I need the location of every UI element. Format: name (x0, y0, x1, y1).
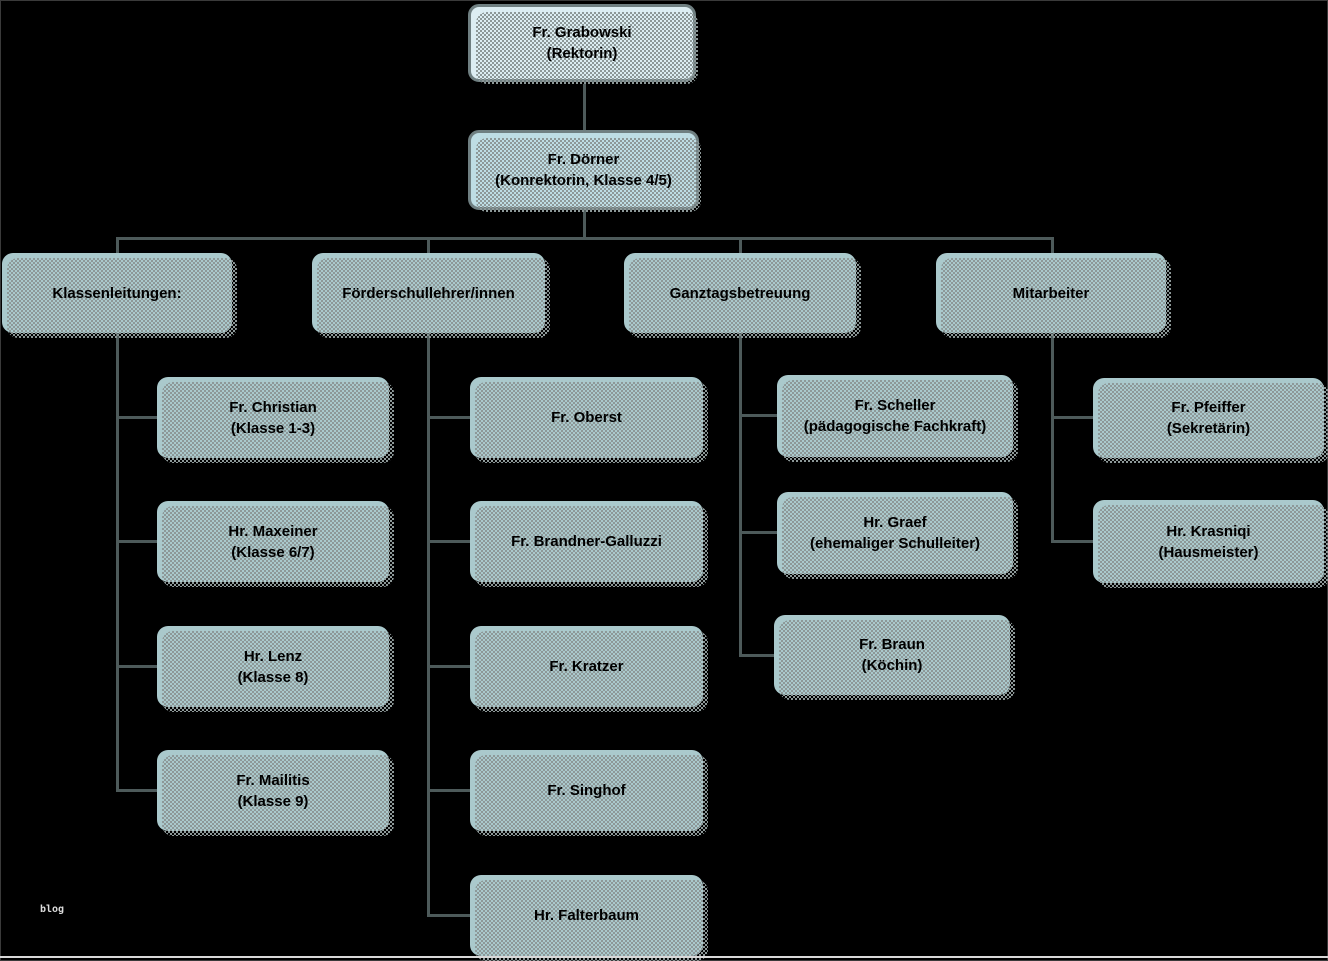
person-role: (Klasse 8) (237, 668, 309, 686)
org-node-member-falterbaum: Hr. Falterbaum (470, 875, 708, 961)
connector-stub (739, 654, 777, 657)
connector-col-3 (1051, 333, 1054, 543)
connector-col-2 (739, 333, 742, 657)
person-role: (Klasse 1-3) (230, 419, 316, 437)
connector-drop-group-2 (739, 237, 742, 254)
person-name: Fr. Dörner (547, 151, 620, 168)
person-role: (Rektorin) (546, 45, 618, 62)
connector-drop-group-3 (1051, 237, 1054, 254)
group-label: Förderschullehrer/innen (342, 284, 515, 302)
person-role: (Klasse 9) (237, 792, 309, 810)
connector-stub (427, 540, 471, 543)
org-node-group-mitarbeiter: Mitarbeiter (936, 253, 1171, 338)
org-node-member-braun: Fr. Braun (Köchin) (774, 615, 1015, 700)
person-name: Fr. Mailitis (236, 771, 310, 789)
connector-stub (427, 665, 471, 668)
person-name: Fr. Grabowski (532, 24, 632, 41)
person-role: (Konrektorin, Klasse 4/5) (495, 172, 672, 189)
connector-drop-group-0 (116, 237, 119, 254)
person-role: (Sekretärin) (1166, 420, 1251, 437)
connector-col-1 (427, 333, 430, 917)
org-node-group-klassenleitungen: Klassenleitungen: (2, 253, 237, 338)
person-name: Hr. Graef (863, 514, 927, 531)
org-node-member-oberst: Fr. Oberst (470, 377, 708, 463)
connector-stub (116, 665, 158, 668)
person-name: Fr. Brandner-Galluzzi (511, 533, 662, 550)
group-label: Mitarbeiter (1012, 284, 1090, 302)
org-node-group-ganztagsbetreuung: Ganztagsbetreuung (624, 253, 861, 338)
person-role: (Klasse 6/7) (231, 543, 315, 561)
person-role: (Köchin) (861, 657, 923, 674)
org-node-member-maxeiner: Hr. Maxeiner (Klasse 6/7) (157, 501, 394, 587)
connector-root-deputy (583, 84, 586, 130)
org-node-group-foerderschullehrer: Förderschullehrer/innen (312, 253, 550, 338)
person-role: (ehemaliger Schulleiter) (809, 535, 981, 552)
org-node-member-brandner-galluzzi: Fr. Brandner-Galluzzi (470, 501, 708, 587)
connector-stub (116, 416, 158, 419)
org-node-member-scheller: Fr. Scheller (pädagogische Fachkraft) (777, 375, 1018, 462)
group-label: Klassenleitungen: (52, 284, 182, 302)
org-node-member-lenz: Hr. Lenz (Klasse 8) (157, 626, 394, 712)
connector-stub (1051, 540, 1094, 543)
person-name: Fr. Pfeiffer (1171, 399, 1246, 416)
connector-stub (739, 414, 777, 417)
connector-stub (1051, 416, 1094, 419)
person-role: (Hausmeister) (1158, 543, 1259, 561)
connector-stub (116, 789, 158, 792)
person-name: Fr. Kratzer (549, 658, 624, 675)
person-name: Fr. Christian (229, 398, 317, 416)
connector-deputy-trunk (583, 210, 586, 238)
person-name: Hr. Falterbaum (533, 907, 640, 924)
bottom-edge-bar (0, 956, 1328, 958)
person-name: Fr. Oberst (551, 409, 622, 426)
org-node-member-graef: Hr. Graef (ehemaliger Schulleiter) (777, 492, 1018, 579)
person-name: Fr. Singhof (547, 782, 626, 799)
person-name: Fr. Scheller (854, 397, 936, 414)
connector-col-0 (116, 333, 119, 792)
org-node-member-singhof: Fr. Singhof (470, 750, 708, 836)
connector-stub (427, 416, 471, 419)
group-label: Ganztagsbetreuung (669, 284, 811, 302)
person-name: Hr. Lenz (243, 647, 303, 665)
org-node-member-kratzer: Fr. Kratzer (470, 626, 708, 712)
connector-stub (427, 789, 471, 792)
org-node-member-mailitis: Fr. Mailitis (Klasse 9) (157, 750, 394, 836)
connector-stub (427, 914, 471, 917)
org-node-member-christian: Fr. Christian (Klasse 1-3) (157, 377, 394, 463)
org-node-member-krasniqi: Hr. Krasniqi (Hausmeister) (1093, 500, 1328, 588)
connector-drop-group-1 (427, 237, 430, 254)
connector-stub (739, 531, 777, 534)
connector-bus (116, 237, 1054, 240)
org-node-member-pfeiffer: Fr. Pfeiffer (Sekretärin) (1093, 378, 1328, 463)
connector-stub (116, 540, 158, 543)
org-node-root: Fr. Grabowski (Rektorin) (468, 4, 698, 84)
person-name: Fr. Braun (859, 636, 925, 653)
person-name: Hr. Maxeiner (228, 522, 318, 540)
org-node-deputy: Fr. Dörner (Konrektorin, Klasse 4/5) (468, 130, 701, 212)
blog-watermark: blog (40, 904, 65, 915)
person-name: Hr. Krasniqi (1166, 522, 1251, 540)
person-role: (pädagogische Fachkraft) (803, 418, 987, 435)
